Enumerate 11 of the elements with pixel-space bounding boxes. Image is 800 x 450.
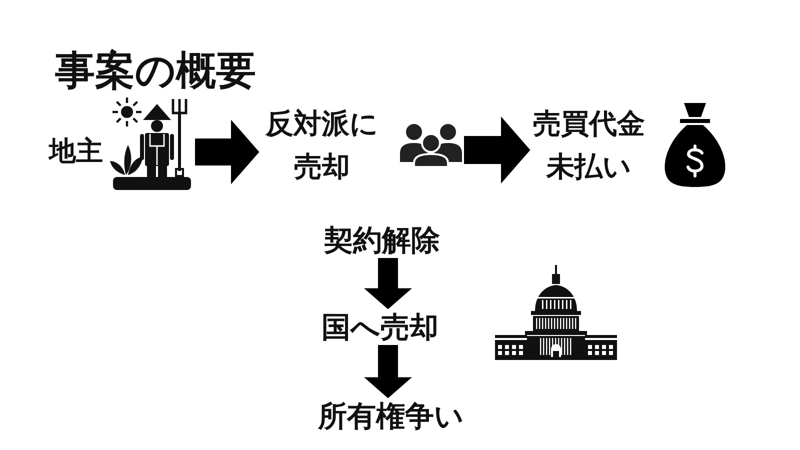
node-text: 所有権争い <box>316 398 466 434</box>
arrow <box>464 116 530 184</box>
arrow <box>364 258 412 310</box>
node-text: 国へ売却 <box>318 309 442 345</box>
arrow <box>195 120 260 184</box>
title: 事案の概要 <box>55 48 256 94</box>
node-text: 反対派に売却 <box>264 106 380 185</box>
node-text: 地主 <box>48 136 104 168</box>
arrow <box>364 345 412 398</box>
node-text: 契約解除 <box>320 222 444 258</box>
node-text: 売買代金未払い <box>532 106 646 185</box>
